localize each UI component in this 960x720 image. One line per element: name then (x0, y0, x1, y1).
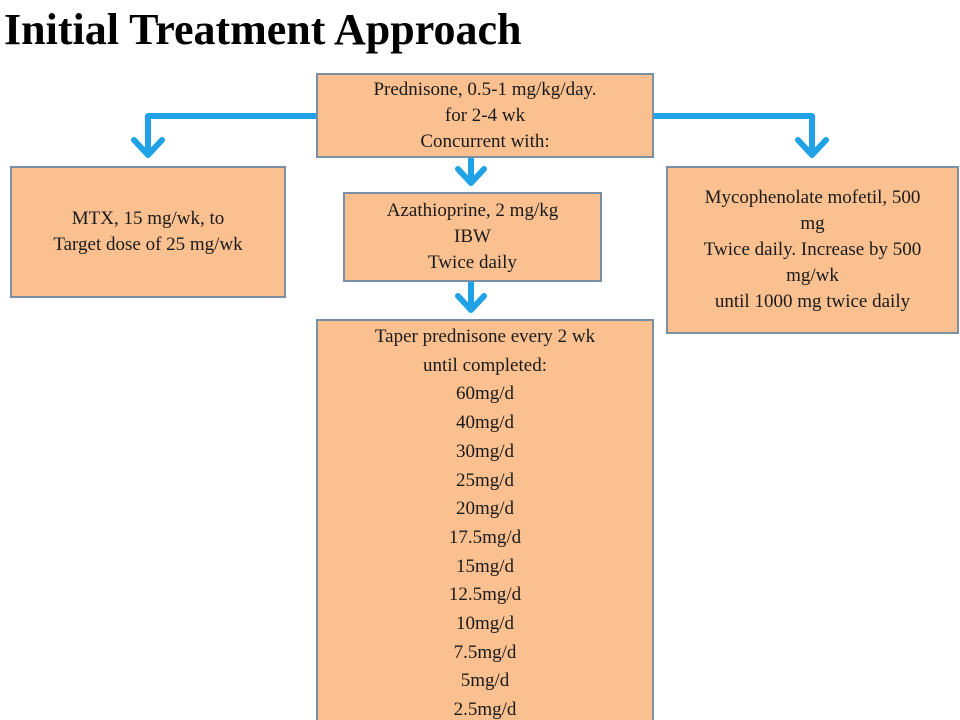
taper-dose: 2.5mg/d (453, 699, 517, 720)
taper-heading-line-1: Taper prednisone every 2 wk (374, 326, 596, 347)
mycophenolate-line-5: until 1000 mg twice daily (714, 291, 911, 312)
connector-left-line (145, 113, 319, 157)
mtx-line-2: Target dose of 25 mg/wk (53, 234, 243, 255)
taper-dose: 15mg/d (455, 555, 515, 577)
mycophenolate-line-2: mg (800, 213, 825, 234)
taper-dose: 30mg/d (455, 440, 515, 462)
taper-dose: 20mg/d (455, 498, 515, 520)
azathioprine-line-2: IBW (454, 226, 491, 247)
taper-box: Taper prednisone every 2 wk until comple… (316, 319, 654, 720)
arrowhead-center-lower (455, 293, 487, 313)
mycophenolate-line-4: mg/wk (786, 265, 839, 286)
taper-dose: 60mg/d (455, 383, 515, 405)
prednisone-line-3: Concurrent with: (420, 130, 550, 152)
azathioprine-line-1: Azathioprine, 2 mg/kg (386, 200, 559, 221)
connector-right-line (651, 113, 815, 157)
prednisone-line-1: Prednisone, 0.5-1 mg/kg/day. (373, 78, 597, 100)
mycophenolate-box: Mycophenolate mofetil, 500 mg Twice dail… (666, 166, 959, 334)
prednisone-box: Prednisone, 0.5-1 mg/kg/day. for 2-4 wk … (316, 73, 654, 158)
mtx-box: MTX, 15 mg/wk, to Target dose of 25 mg/w… (10, 166, 286, 298)
taper-dose: 5mg/d (460, 670, 510, 692)
mycophenolate-line-1: Mycophenolate mofetil, 500 (704, 187, 921, 208)
prednisone-line-2: for 2-4 wk (444, 104, 526, 126)
arrowhead-left (131, 137, 165, 158)
taper-dose: 40mg/d (455, 412, 515, 434)
mtx-line-1: MTX, 15 mg/wk, to (71, 208, 225, 229)
taper-dose: 10mg/d (455, 613, 515, 635)
arrowhead-center-upper (455, 166, 487, 186)
azathioprine-box: Azathioprine, 2 mg/kg IBW Twice daily (343, 192, 602, 282)
taper-dose: 7.5mg/d (453, 641, 517, 663)
taper-heading-line-2: until completed: (422, 354, 547, 376)
taper-dose: 12.5mg/d (448, 584, 522, 606)
slide-title: Initial Treatment Approach (4, 5, 522, 54)
mycophenolate-line-3: Twice daily. Increase by 500 (703, 239, 922, 260)
taper-dose: 25mg/d (455, 469, 515, 491)
arrowhead-right (795, 137, 829, 158)
taper-dose: 17.5mg/d (448, 526, 522, 548)
azathioprine-line-3: Twice daily (428, 252, 517, 273)
